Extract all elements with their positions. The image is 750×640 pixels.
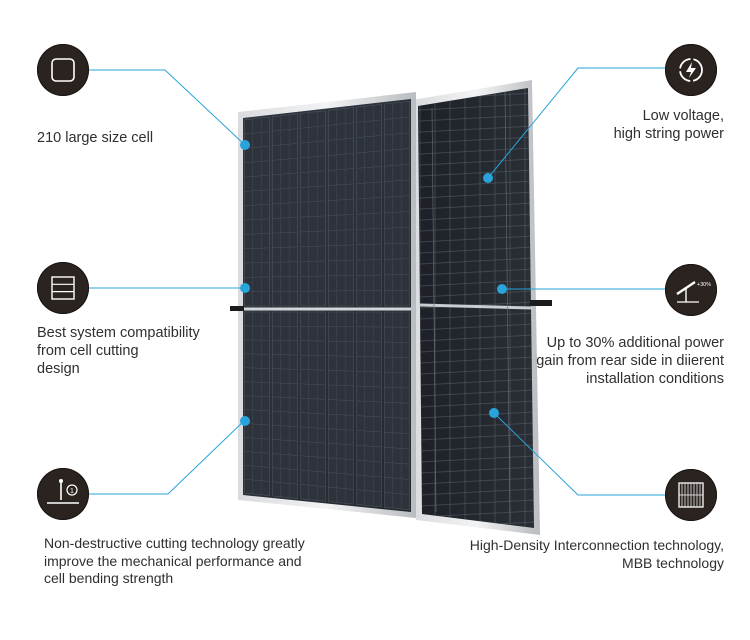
caption-interconnect: High-Density Interconnection technology,… <box>469 537 724 571</box>
svg-text:1: 1 <box>70 488 74 495</box>
rear-solar-panel <box>412 80 552 535</box>
caption-compatibility: Best system compatibility from cell cutt… <box>37 325 200 377</box>
cutting-tool-icon: 1 <box>37 468 89 520</box>
caption-voltage: Low voltage, high string power <box>613 108 724 142</box>
tracker-icon: +30% <box>665 264 717 316</box>
mbb-grid-icon <box>665 469 717 521</box>
callout-lines <box>78 67 665 496</box>
callout-dots <box>240 140 507 426</box>
caption-cell-size: 210 large size cell <box>37 130 154 146</box>
caption-cutting: Non-destructive cutting technology great… <box>44 535 305 586</box>
square-cell-icon <box>37 44 89 96</box>
svg-text:+30%: +30% <box>697 282 711 288</box>
cell-cutting-icon <box>37 262 89 314</box>
power-icon <box>665 44 717 96</box>
front-solar-panel <box>230 92 416 518</box>
caption-rear-gain: Up to 30% additional power gain from rea… <box>536 335 724 387</box>
